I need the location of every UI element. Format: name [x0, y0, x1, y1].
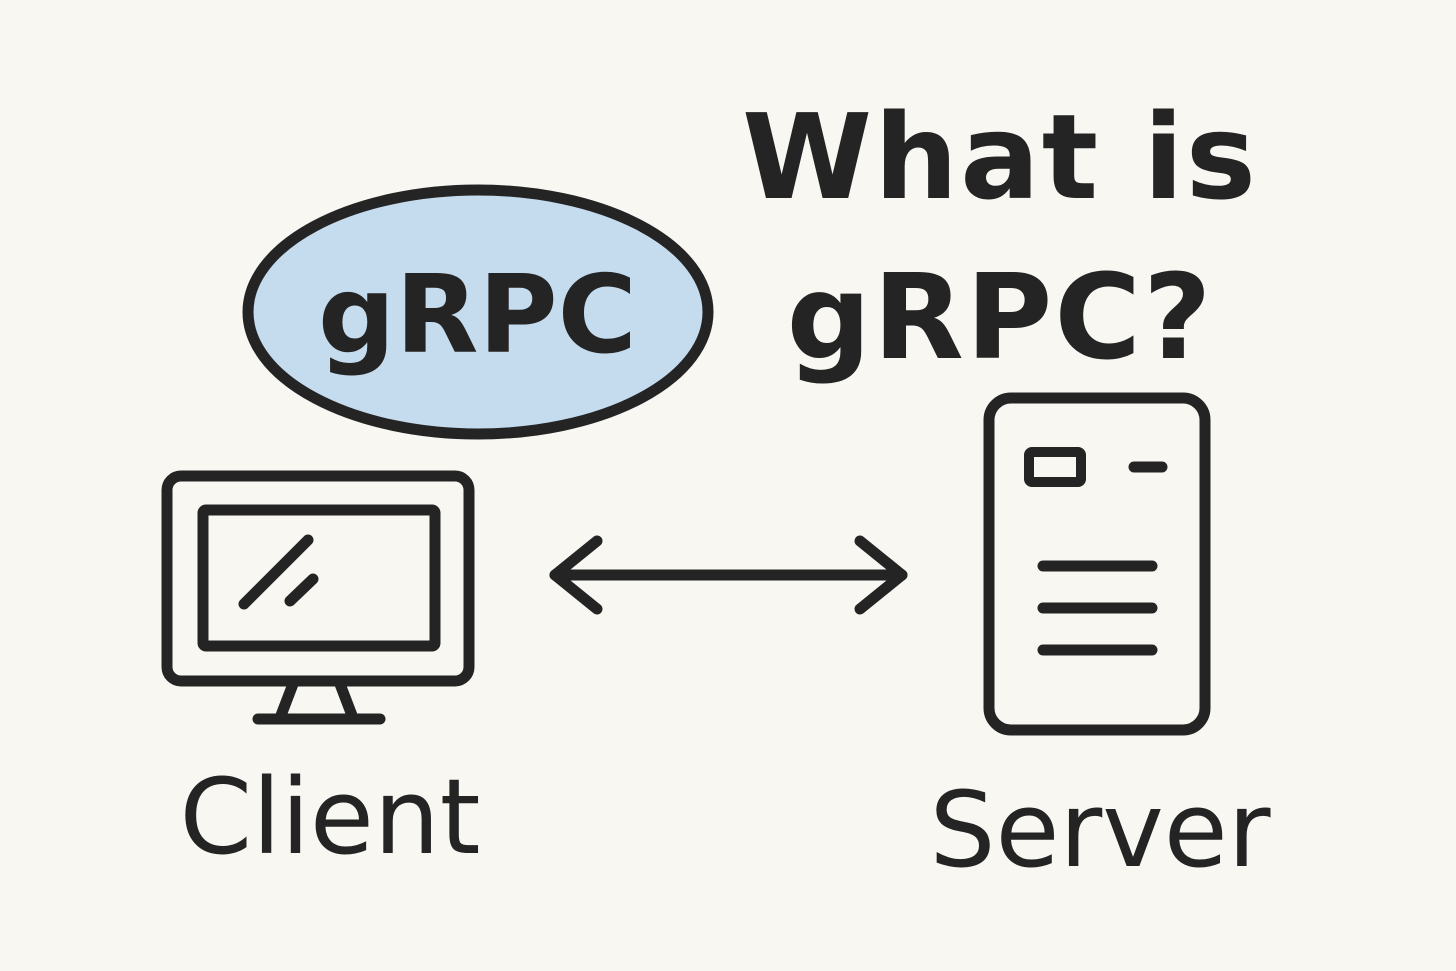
monitor-stand: [274, 678, 359, 724]
arrow-head-right: [854, 535, 908, 615]
grpc-bubble: [242, 184, 714, 440]
client-label: Client: [179, 756, 481, 878]
arrow-head-left: [549, 535, 603, 615]
server-body: [983, 392, 1211, 736]
bidirectional-arrow-icon: [549, 535, 908, 615]
monitor-icon: [161, 470, 475, 725]
monitor-screen: [197, 504, 441, 652]
server-icon: [983, 392, 1211, 736]
screen-glare-short: [284, 573, 319, 607]
screen-glare-long: [238, 534, 314, 610]
title-line-1: What is: [742, 88, 1258, 226]
server-indicator-box: [1024, 447, 1086, 487]
grpc-bubble-label: gRPC: [318, 253, 637, 378]
monitor-frame: [161, 470, 475, 687]
title-line-2: gRPC?: [786, 248, 1214, 386]
server-label: Server: [929, 769, 1271, 891]
